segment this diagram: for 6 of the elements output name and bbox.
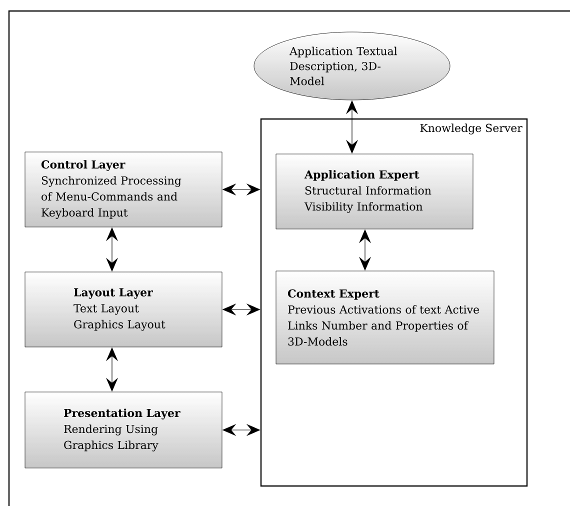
ellipse-node: Application Textual Description, 3D-Model xyxy=(254,32,450,100)
expert-box: Application Expert Structural Information Visibility Information xyxy=(276,154,474,230)
expert-box: Context Expert Previous Activations of text Active Links Number and Properties of 3D-Models xyxy=(276,270,494,364)
layer-box: Control Layer Synchronized Processing of Menu-Commands and Keyboard Input xyxy=(24,152,222,228)
layer-box: Layout Layer Text Layout Graphics Layout xyxy=(24,272,222,348)
layer-box: Presentation Layer Rendering Using Graphics Library xyxy=(24,392,222,468)
